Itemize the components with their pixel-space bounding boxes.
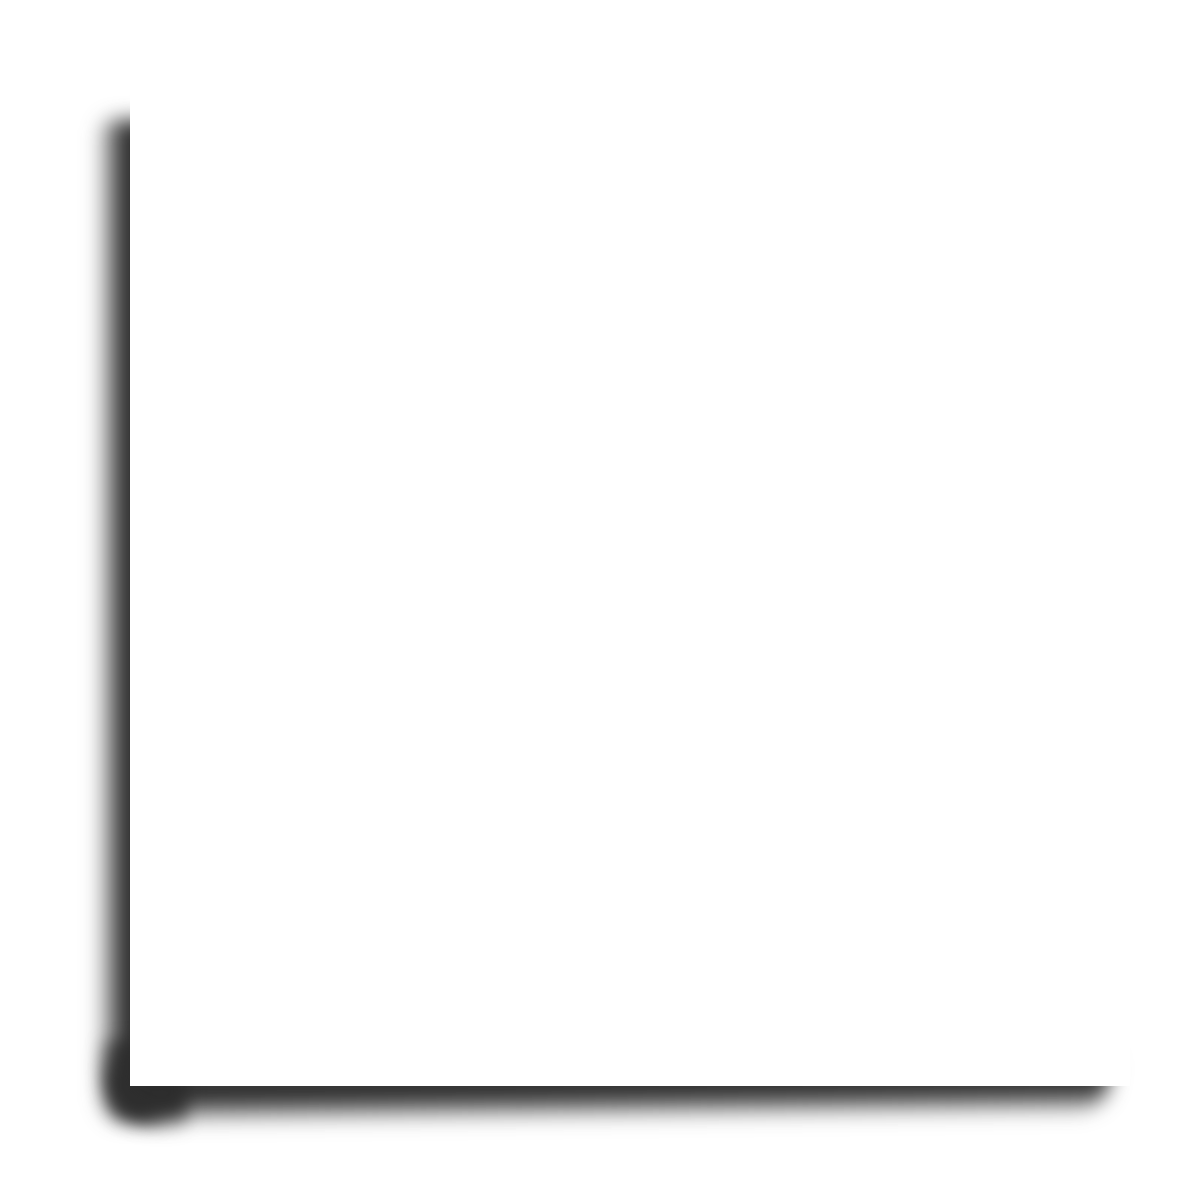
paper-sheet xyxy=(130,88,1130,1086)
